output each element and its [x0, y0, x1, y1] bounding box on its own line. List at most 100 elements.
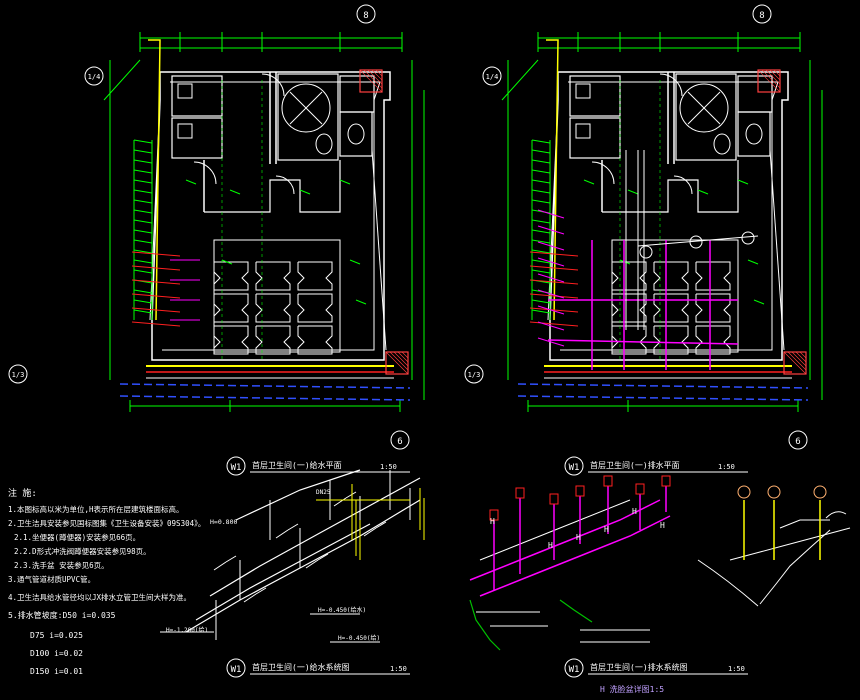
hatch-line: [389, 351, 409, 371]
blue-pipe: [119, 395, 411, 401]
drain-main: [479, 515, 671, 597]
iso-title-left-text: 首层卫生间(一)给水系统图: [252, 662, 350, 672]
stair-step: [531, 179, 551, 184]
stair-step: [133, 189, 153, 194]
note-line-4: 2.2.D形式冲洗阀蹲便器安装参见98页。: [14, 546, 151, 556]
slope-arrow: [299, 189, 311, 195]
door-arc: [261, 73, 285, 97]
detail-curve: [825, 511, 847, 519]
drain-branch: [537, 225, 565, 235]
stall-partition: [255, 293, 291, 323]
red-branch: [131, 251, 181, 257]
h-marker: H: [576, 533, 581, 542]
detail-pipe: [729, 527, 851, 561]
round-shaft: [679, 83, 729, 133]
supply-branch: [225, 555, 237, 563]
detail-curve: [697, 559, 759, 607]
cleanout-marker: [635, 483, 645, 495]
shaft-cross: [687, 91, 721, 125]
note-line-11: D150 i=0.01: [30, 667, 83, 676]
slope-arrow: [619, 259, 631, 265]
iso-scale-mid: 1:50: [728, 665, 745, 673]
floor-drain: [741, 231, 755, 245]
outer-wall: [549, 71, 789, 361]
note-line-7: 4.卫生洁具给水管径均以JX排水立管卫生间大样为准。: [8, 592, 191, 602]
stall-partition: [213, 261, 249, 291]
slope-arrow: [753, 299, 765, 305]
svg-text:1/4: 1/4: [486, 73, 499, 81]
hatch-line: [397, 351, 409, 363]
fixture-box: [575, 83, 591, 99]
room-top-right: [675, 73, 737, 161]
red-branch: [529, 321, 579, 327]
detail-pipe: [779, 519, 830, 529]
door-arc: [193, 161, 217, 185]
stair-step: [133, 139, 153, 144]
stair-step: [133, 259, 153, 264]
hatch-line: [783, 351, 807, 375]
drain-main: [469, 499, 661, 581]
plan-scale-right: 1:50: [718, 463, 735, 471]
supply-branch: [363, 527, 377, 537]
drain-branch: [537, 305, 565, 315]
hatch-line: [773, 69, 781, 77]
red-branch: [529, 265, 579, 271]
toilet-bowl: [347, 123, 365, 145]
svg-text:6: 6: [397, 437, 402, 447]
svg-text:8: 8: [363, 11, 368, 21]
axis-bubble-side-upper-right: 1/4: [482, 66, 502, 86]
shaft-cross: [289, 91, 323, 125]
fixture-box: [177, 123, 193, 139]
iso-title-right: H 洗脸盆详图1:5: [600, 684, 664, 694]
drain-outlet: [559, 599, 593, 623]
yellow-strip: [546, 39, 559, 321]
dim-slope: [501, 59, 539, 101]
drain-branch: [537, 289, 565, 299]
slope-arrow: [229, 189, 241, 195]
supply-main: [195, 523, 371, 621]
stair-step: [133, 219, 153, 224]
slope-arrow: [185, 179, 197, 185]
drain-branch: [537, 321, 565, 331]
h-marker: H: [632, 507, 637, 516]
stair-step: [531, 249, 551, 254]
red-branch: [131, 265, 181, 271]
svg-text:8: 8: [759, 11, 764, 21]
round-shaft: [281, 83, 331, 133]
cleanout-marker: [489, 509, 499, 521]
red-branch: [529, 251, 579, 257]
hatch-line: [799, 351, 807, 359]
room-top-right-small: [339, 75, 375, 113]
svg-text:1/3: 1/3: [12, 371, 25, 379]
supply-main: [235, 469, 361, 521]
plan-title-right-text: 首层卫生间(一)排水平面: [590, 460, 680, 470]
slope-arrow: [349, 259, 361, 265]
column-hatch: [757, 69, 781, 93]
hatch-line: [363, 69, 383, 89]
elev-label-1: H=0.800: [210, 518, 237, 526]
pipe-dn-label: DN25: [316, 489, 331, 496]
room-top-right-lower: [339, 111, 373, 157]
room-top-right-lower: [737, 111, 771, 157]
drain-outlet: [469, 599, 501, 651]
iso-title-mid-text: 首层卫生间(一)排水系统图: [590, 662, 688, 672]
hatch-line: [791, 351, 807, 367]
note-line-3: 2.1.坐便器(蹲便器)安装参见66页。: [14, 532, 140, 542]
corridor-wall: [602, 160, 739, 213]
hatch-line: [393, 351, 409, 367]
right-floor-plan: [501, 32, 823, 412]
red-branch: [131, 307, 181, 313]
dim-slope: [103, 59, 141, 101]
drain-main: [547, 339, 739, 345]
stair-step: [531, 239, 551, 244]
plan-title-right: W1 首层卫生间(一)排水平面 1:50: [564, 456, 748, 476]
supply-branch: [375, 521, 387, 529]
drain-branch: [537, 241, 565, 251]
stair-step: [133, 309, 153, 314]
note-line-1: 1.本图标高以米为单位,H表示所在层建筑楼面标高。: [8, 504, 184, 514]
slope-arrow: [627, 189, 639, 195]
toilet-bowl: [713, 133, 731, 155]
stair-step: [531, 189, 551, 194]
note-line-10: D100 i=0.02: [30, 649, 83, 658]
